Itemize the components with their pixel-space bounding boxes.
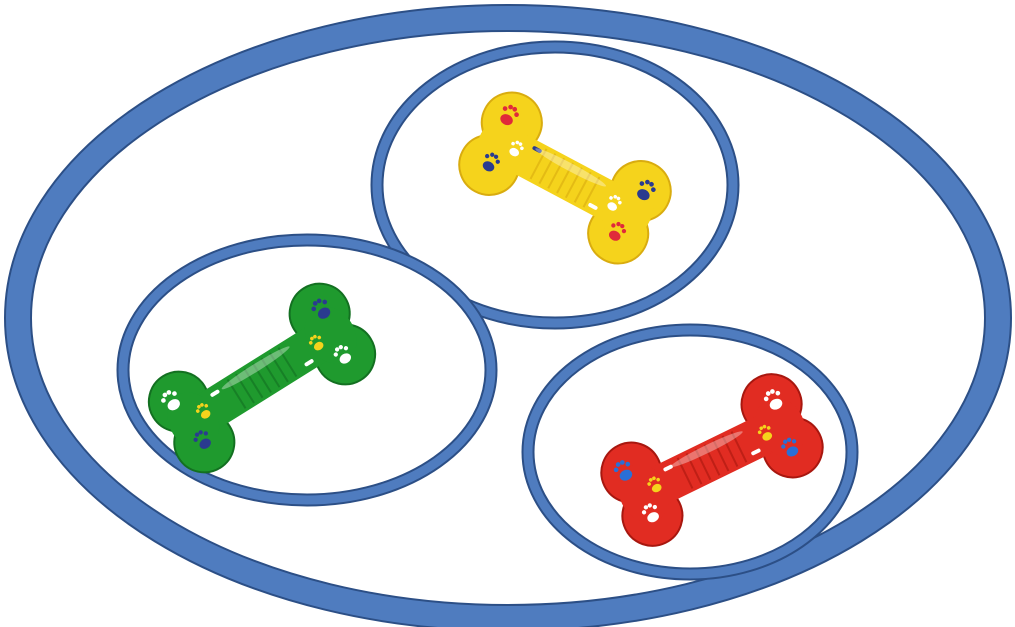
paw-print-icon xyxy=(482,152,500,172)
paw-print-icon xyxy=(509,140,524,157)
green-bone-toy xyxy=(147,282,377,474)
subset-red xyxy=(521,323,859,581)
paw-print-icon xyxy=(763,389,783,410)
red-bone-toy xyxy=(600,373,824,547)
paw-print-icon xyxy=(757,424,773,441)
paw-print-icon xyxy=(647,476,662,493)
paw-print-icon xyxy=(608,221,627,241)
paw-print-icon xyxy=(161,390,180,411)
paw-print-icon xyxy=(333,345,352,364)
paw-print-icon xyxy=(311,298,331,319)
paw-print-icon xyxy=(500,104,519,126)
paw-print-icon xyxy=(607,194,622,211)
paw-print-icon xyxy=(308,334,324,351)
paw-print-icon xyxy=(193,430,211,449)
paw-print-icon xyxy=(781,437,799,457)
paw-print-icon xyxy=(641,503,659,523)
yellow-bone-toy xyxy=(458,91,672,265)
subset-green xyxy=(116,233,498,507)
paw-print-icon xyxy=(613,460,633,481)
subset-yellow xyxy=(370,40,740,330)
paw-print-icon xyxy=(195,403,211,419)
paw-print-icon xyxy=(637,179,656,201)
